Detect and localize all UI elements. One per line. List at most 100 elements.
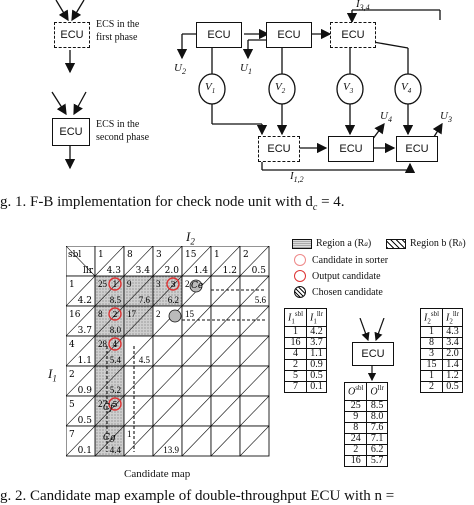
col-llr: 1.4: [194, 266, 209, 276]
cell-diagonal: [210, 275, 241, 307]
label-v1: V1: [205, 81, 216, 96]
table-cell: 4: [283, 348, 308, 361]
circle-number: 4: [112, 340, 117, 349]
table-cell: 16: [343, 455, 368, 468]
cell-diagonal: [94, 335, 125, 367]
legend-candidate-sorter: Candidate in sorter: [294, 254, 388, 266]
cell-value: 5.4: [110, 355, 122, 365]
ecu-arrows: [359, 318, 385, 382]
cell-value: 4.5: [139, 355, 151, 365]
table-cell: 1.4: [442, 359, 464, 372]
cell-diagonal: [210, 425, 241, 457]
output-candidate-circle: [108, 337, 122, 351]
table-cell: 2: [419, 381, 444, 394]
cell-symbol: 8: [98, 309, 103, 319]
cell-diagonal: [239, 335, 270, 367]
row-llr: 4.2: [78, 296, 92, 306]
cell-value: 6.2: [168, 295, 179, 305]
cf-label: Cf: [103, 403, 115, 413]
label-v4: V4: [401, 81, 412, 96]
cell-diagonal: [210, 395, 241, 427]
col-header-diagonal: [210, 246, 241, 277]
row-header-diagonal: [66, 425, 96, 457]
ecu-bottom-3: ECU: [396, 136, 438, 162]
row-header-diagonal: [66, 305, 96, 337]
region-b-swatch: [386, 238, 406, 249]
cell-symbol: 15: [185, 309, 195, 319]
table-header: I1sbl: [283, 307, 308, 328]
cg-label: Cg: [103, 433, 116, 443]
region-a-swatch: [292, 238, 312, 249]
col-header-diagonal: [239, 246, 270, 277]
cell-diagonal: [181, 305, 212, 337]
cell-diagonal: [239, 425, 270, 457]
corner-diagonal: [66, 246, 96, 277]
output-candidate-circle: [108, 397, 122, 411]
table-header: I2sbl: [419, 307, 444, 328]
table-cell: 4.3: [442, 326, 464, 339]
table-cell: 8: [419, 337, 444, 350]
table-cell: 3.4: [442, 337, 464, 350]
cell-diagonal: [152, 365, 183, 397]
cell-value: 5.2: [110, 385, 121, 395]
node-v1: [198, 73, 226, 105]
cell-symbol: 9: [127, 279, 132, 289]
table-cell: 7.1: [366, 433, 388, 446]
table-cell: 0.5: [306, 370, 328, 383]
label-u3: U3: [440, 110, 452, 125]
fig1-caption: g. 1. F-B implementation for check node …: [0, 194, 345, 213]
label-i2: I2: [186, 229, 195, 247]
table-cell: 0.5: [442, 381, 464, 394]
table-header: Ollr: [366, 381, 388, 402]
table-cell: 3.7: [306, 337, 328, 350]
row-sbl: 7: [69, 430, 75, 440]
table-cell: 3: [419, 348, 444, 361]
row-sbl: 4: [69, 340, 75, 350]
ecu-top-2: ECU: [266, 22, 312, 48]
table-cell: 4.2: [306, 326, 328, 339]
cell-value: 13.9: [163, 445, 179, 455]
cell-value: 8.5: [110, 295, 122, 305]
cell-diagonal: [94, 395, 125, 427]
col-header-diagonal: [152, 246, 183, 277]
col-llr: 0.5: [252, 266, 267, 276]
row-header-diagonal: [66, 395, 96, 427]
table-cell: 0.1: [306, 381, 328, 394]
cell-diagonal: [94, 305, 125, 337]
table-header: I2llr: [442, 307, 464, 328]
col-sbl: 1: [98, 250, 104, 260]
sorter-circle-icon: [294, 254, 306, 266]
cell-symbol: 3: [156, 279, 161, 289]
ecu-bottom-2: ECU: [328, 136, 374, 162]
cell-value: 7.6: [139, 295, 151, 305]
col-header-diagonal: [94, 246, 125, 277]
cell-diagonal: [152, 335, 183, 367]
col-sbl: 8: [127, 250, 133, 260]
cell-diagonal: [94, 275, 125, 307]
table-cell: 6.2: [366, 444, 388, 457]
table-cell: 8.0: [366, 411, 388, 424]
output-candidate-circle: [108, 307, 122, 321]
cell-value: 5.6: [255, 295, 267, 305]
table-cell: 1.1: [306, 348, 328, 361]
legend-chosen-candidate: Chosen candidate: [294, 286, 383, 298]
label-i1: I1: [48, 366, 57, 384]
cell-diagonal: [210, 365, 241, 397]
